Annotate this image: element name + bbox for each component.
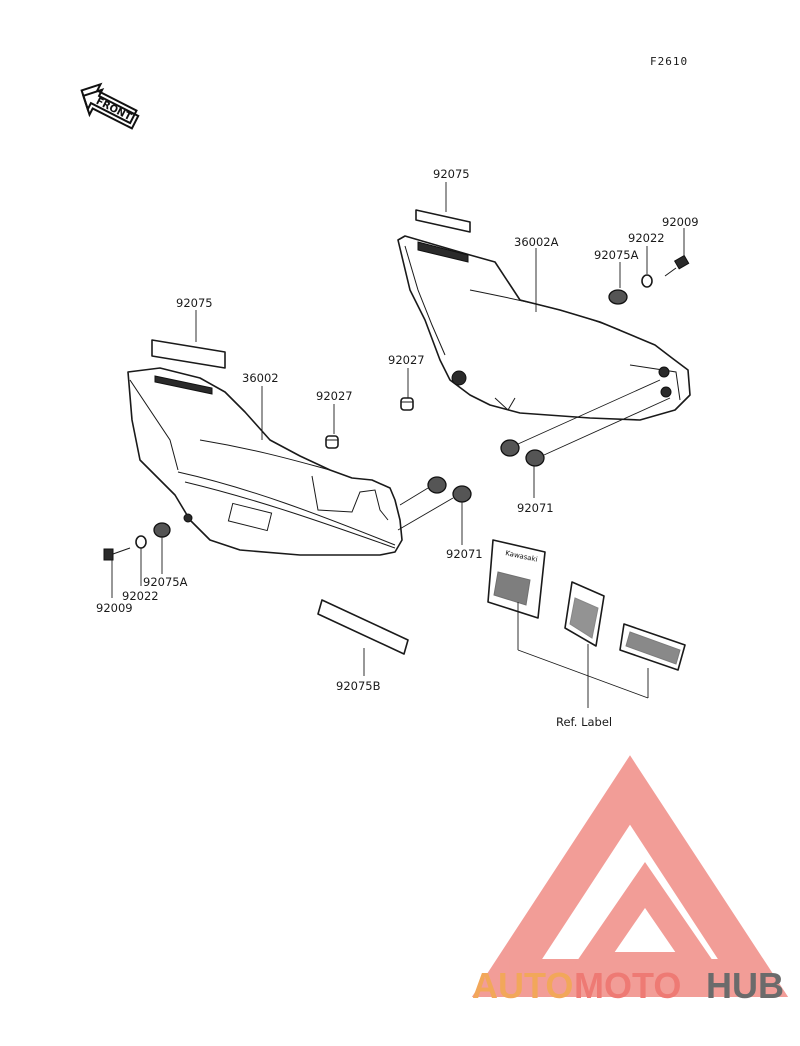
trim-strip-left xyxy=(151,339,226,395)
grommet-bottom-left xyxy=(153,522,171,538)
watermark-text: AUTO MOTO HUB xyxy=(472,965,784,1006)
rubber-right xyxy=(500,379,671,467)
bolt-bottom-left xyxy=(103,547,131,561)
label-92075B: 92075B xyxy=(336,679,381,693)
label-92075-left: 92075 xyxy=(176,296,213,310)
decal-caution xyxy=(564,581,605,647)
label-ref-label: Ref. Label xyxy=(556,715,612,729)
label-92071-right: 92071 xyxy=(517,501,554,515)
decal-tire-info xyxy=(619,623,686,671)
trim-strip-top-right xyxy=(415,209,471,263)
label-92071-left: 92071 xyxy=(446,547,483,561)
label-92022-bottom: 92022 xyxy=(122,589,159,603)
label-92009-top: 92009 xyxy=(662,215,699,229)
front-arrow-icon: FRONT xyxy=(80,82,140,130)
watermark-logo-icon xyxy=(471,755,789,997)
watermark-auto: AUTO xyxy=(472,965,573,1006)
label-92075A-bottom: 92075A xyxy=(143,575,188,589)
label-92075-top-right: 92075 xyxy=(433,167,470,181)
rubber-left xyxy=(397,476,472,531)
label-92009-bottom: 92009 xyxy=(96,601,133,615)
washer-top-right xyxy=(641,274,653,288)
side-cover-right xyxy=(397,235,691,421)
grommet-top-right xyxy=(608,289,628,305)
trim-strip-bottom xyxy=(317,599,409,655)
label-92027-right: 92027 xyxy=(388,353,425,367)
leader-lines xyxy=(111,182,685,676)
ref-label-bracket xyxy=(517,602,649,708)
decal-kawasaki: Kawasaki xyxy=(487,539,546,619)
label-36002A: 36002A xyxy=(514,235,559,249)
bolt-top-right xyxy=(664,254,690,277)
figure-code: F2610 xyxy=(650,55,688,68)
label-92022-top: 92022 xyxy=(628,231,665,245)
watermark-hub: HUB xyxy=(706,965,784,1006)
watermark-moto: MOTO xyxy=(574,965,681,1006)
label-92027-left: 92027 xyxy=(316,389,353,403)
side-cover-left xyxy=(127,367,403,556)
damper-right xyxy=(400,397,414,411)
label-92075A-top: 92075A xyxy=(594,248,639,262)
damper-left xyxy=(325,435,339,449)
washer-bottom-left xyxy=(135,535,147,549)
label-36002: 36002 xyxy=(242,371,279,385)
